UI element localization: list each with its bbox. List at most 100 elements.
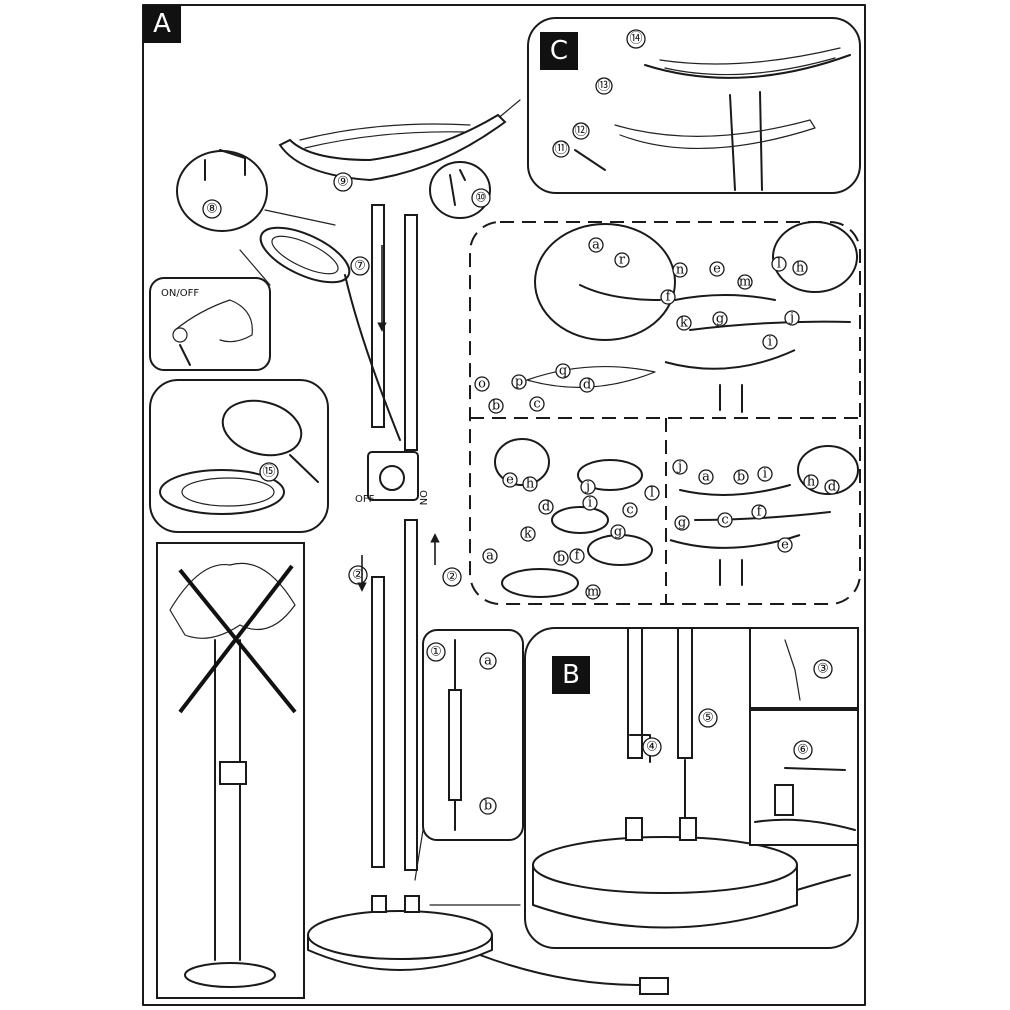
letter-i-ml: i bbox=[582, 495, 598, 511]
svg-text:⑭: ⑭ bbox=[629, 32, 642, 47]
svg-text:h: h bbox=[796, 261, 805, 276]
svg-text:c: c bbox=[721, 513, 728, 528]
letter-b-ml: b bbox=[553, 550, 569, 566]
detail-step-8: ⑧ bbox=[176, 149, 268, 232]
outer-frame bbox=[142, 4, 866, 1006]
letter-f-mr: f bbox=[751, 504, 767, 520]
svg-text:①: ① bbox=[430, 645, 442, 660]
letter-m-ml: m bbox=[585, 584, 601, 600]
switch-detail-panel bbox=[149, 249, 271, 371]
letter-c-top: c bbox=[529, 396, 545, 412]
svg-text:j: j bbox=[788, 311, 794, 326]
letter-n: n bbox=[672, 262, 688, 278]
letter-d-top: d bbox=[579, 377, 595, 393]
letter-b-top: b bbox=[488, 398, 504, 414]
svg-text:c: c bbox=[533, 397, 540, 412]
step-2-right: ② bbox=[442, 567, 462, 587]
svg-text:b: b bbox=[484, 799, 492, 814]
step-1: ① bbox=[426, 642, 446, 662]
svg-text:⑦: ⑦ bbox=[354, 259, 366, 274]
svg-text:A: A bbox=[153, 9, 171, 39]
svg-text:l: l bbox=[777, 257, 781, 272]
svg-text:d: d bbox=[828, 480, 836, 495]
svg-text:⑩: ⑩ bbox=[475, 191, 487, 206]
step-2-left: ② bbox=[348, 565, 368, 585]
svg-text:m: m bbox=[587, 585, 599, 600]
svg-text:⑨: ⑨ bbox=[337, 175, 349, 190]
lamp-poles bbox=[371, 204, 418, 871]
svg-text:g: g bbox=[614, 525, 622, 540]
letter-b-cable: b bbox=[479, 797, 497, 815]
svg-text:a: a bbox=[486, 549, 494, 564]
svg-text:q: q bbox=[559, 364, 567, 379]
step-14: ⑭ bbox=[626, 29, 646, 49]
letter-j-mr: j bbox=[672, 459, 688, 475]
letter-d-mr: d bbox=[824, 479, 840, 495]
off-label: OFF bbox=[355, 494, 375, 505]
letter-h-mr: h bbox=[803, 474, 819, 490]
letter-f-ml: f bbox=[569, 548, 585, 564]
dashed-panel bbox=[469, 221, 861, 605]
step-5: ⑤ bbox=[698, 708, 718, 728]
svg-text:f: f bbox=[575, 549, 581, 564]
svg-text:b: b bbox=[557, 551, 565, 566]
letter-r: r bbox=[614, 252, 630, 268]
svg-text:C: C bbox=[550, 36, 568, 66]
letter-markers: a r n e m l h f k g j i q d o p b c e h … bbox=[474, 237, 840, 600]
svg-text:g: g bbox=[716, 312, 724, 327]
letter-l-ml: l bbox=[644, 485, 660, 501]
letter-a-cable: a bbox=[479, 652, 497, 670]
svg-text:p: p bbox=[515, 375, 523, 390]
svg-text:⑤: ⑤ bbox=[702, 711, 714, 726]
svg-text:e: e bbox=[781, 538, 789, 553]
letter-b-mr: b bbox=[733, 469, 749, 485]
svg-text:③: ③ bbox=[817, 662, 829, 677]
svg-text:l: l bbox=[650, 486, 654, 501]
svg-text:k: k bbox=[680, 316, 688, 331]
svg-text:o: o bbox=[478, 377, 486, 392]
svg-text:B: B bbox=[562, 660, 580, 690]
svg-text:n: n bbox=[676, 263, 685, 278]
svg-text:⑪: ⑪ bbox=[554, 142, 567, 157]
letter-k-ml: k bbox=[520, 526, 536, 542]
letter-l-top: l bbox=[771, 256, 787, 272]
letter-e-top: e bbox=[709, 261, 725, 277]
svg-text:f: f bbox=[757, 505, 763, 520]
lamp-base bbox=[307, 895, 669, 995]
svg-text:②: ② bbox=[446, 570, 458, 585]
svg-text:d: d bbox=[542, 500, 550, 515]
letter-o: o bbox=[474, 376, 490, 392]
svg-text:a: a bbox=[484, 654, 492, 669]
step-12: ⑫ bbox=[572, 122, 590, 140]
letter-g-ml: g bbox=[610, 524, 626, 540]
svg-text:e: e bbox=[506, 473, 514, 488]
letter-a-mr: a bbox=[698, 469, 714, 485]
incorrect-assembly-panel bbox=[156, 542, 305, 999]
svg-text:a: a bbox=[702, 470, 710, 485]
svg-text:⑮: ⑮ bbox=[262, 465, 275, 480]
svg-text:⑥: ⑥ bbox=[797, 743, 809, 758]
svg-text:⑫: ⑫ bbox=[574, 124, 587, 139]
letter-e-ml: e bbox=[502, 472, 518, 488]
svg-text:j: j bbox=[676, 460, 682, 475]
svg-text:a: a bbox=[592, 238, 600, 253]
svg-text:m: m bbox=[739, 275, 751, 290]
step-13: ⑬ bbox=[595, 77, 613, 95]
step-9: ⑨ bbox=[333, 172, 353, 192]
step-15-panel: ⑮ bbox=[149, 379, 329, 533]
svg-text:④: ④ bbox=[646, 740, 658, 755]
svg-text:⑧: ⑧ bbox=[206, 202, 218, 217]
on-off-label: ON/OFF bbox=[161, 288, 199, 299]
svg-text:i: i bbox=[588, 496, 592, 511]
step-3: ③ bbox=[813, 659, 833, 679]
letter-m-top: m bbox=[737, 274, 753, 290]
letter-k-top: k bbox=[676, 315, 692, 331]
letter-e-mr: e bbox=[777, 537, 793, 553]
letter-g-top: g bbox=[712, 311, 728, 327]
svg-text:f: f bbox=[666, 290, 672, 305]
letter-d-ml: d bbox=[538, 499, 554, 515]
svg-text:g: g bbox=[678, 516, 686, 531]
svg-text:j: j bbox=[584, 480, 590, 495]
letter-a-ml: a bbox=[482, 548, 498, 564]
